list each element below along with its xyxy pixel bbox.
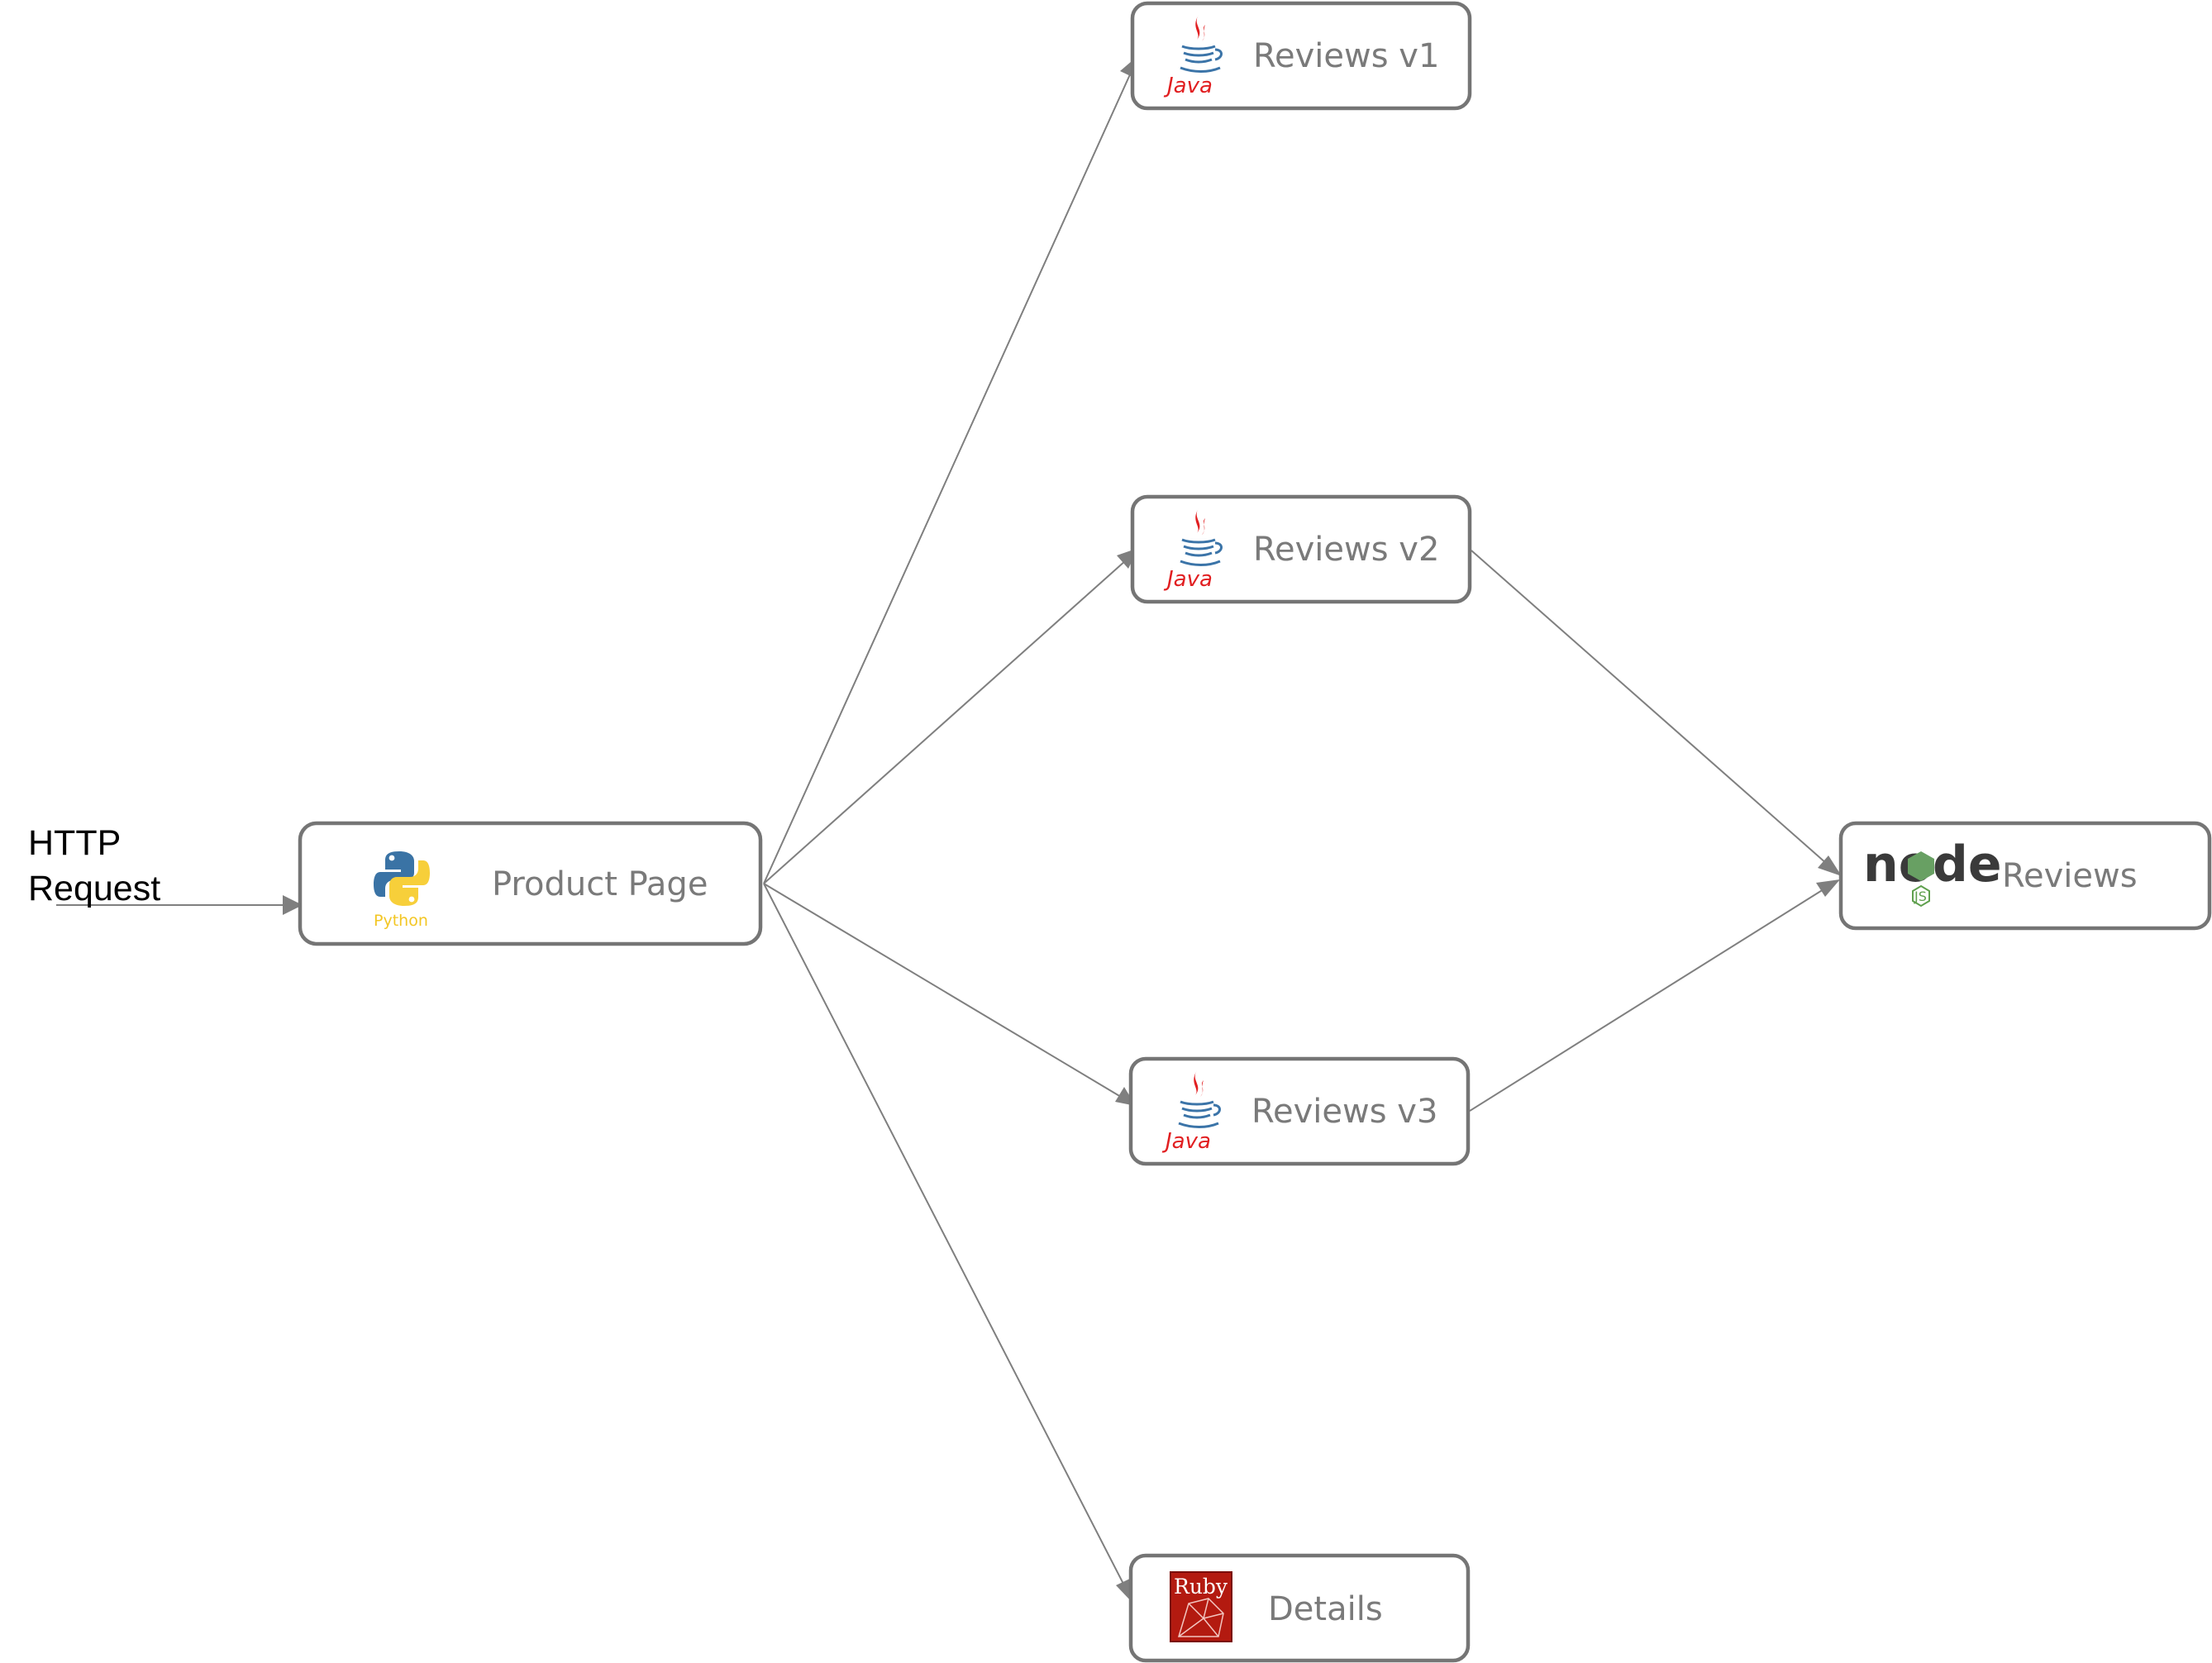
java-logo-icon: Java bbox=[1163, 508, 1223, 592]
edge-productpage-reviews-v3 bbox=[763, 883, 1136, 1106]
edge-request-productpage bbox=[56, 895, 303, 915]
http-request-label: HTTP Request bbox=[28, 823, 160, 908]
reviews-v1-box bbox=[1130, 1, 1472, 111]
http-request-line1: HTTP bbox=[28, 823, 121, 863]
ratings-box bbox=[1838, 821, 2212, 931]
productpage-label: Product Page bbox=[492, 865, 708, 903]
nodejs-logo-subtext: JS bbox=[1914, 889, 1927, 904]
productpage-box bbox=[298, 821, 763, 946]
reviews-v2-label: Reviews v2 bbox=[1253, 531, 1439, 569]
python-logo-icon: Python bbox=[374, 851, 430, 930]
reviews-v3-node[interactable]: Java Reviews v3 bbox=[1128, 1056, 1471, 1166]
productpage-node[interactable]: Python Product Page bbox=[298, 821, 763, 946]
ratings-node[interactable]: node JS Reviews bbox=[1838, 821, 2212, 931]
ruby-logo-icon: Ruby bbox=[1170, 1571, 1232, 1642]
edge-productpage-reviews-v2 bbox=[763, 548, 1138, 884]
ruby-logo-text: Ruby bbox=[1174, 1575, 1228, 1599]
reviews-v3-label: Reviews v3 bbox=[1251, 1093, 1437, 1131]
java-logo-text: Java bbox=[1163, 74, 1213, 98]
ratings-label: Reviews bbox=[2002, 857, 2138, 895]
edges bbox=[56, 56, 1842, 1603]
java-logo-icon: Java bbox=[1161, 1070, 1221, 1154]
http-request-line2: Request bbox=[28, 869, 160, 908]
java-logo-text: Java bbox=[1161, 1129, 1211, 1154]
edge-productpage-details bbox=[763, 883, 1132, 1603]
edge-productpage-reviews-v1 bbox=[763, 56, 1137, 884]
java-logo-icon: Java bbox=[1163, 15, 1223, 98]
details-label: Details bbox=[1268, 1590, 1383, 1628]
python-logo-text: Python bbox=[374, 912, 428, 930]
reviews-v1-label: Reviews v1 bbox=[1253, 37, 1439, 75]
java-logo-text: Java bbox=[1163, 567, 1213, 592]
reviews-v2-node[interactable]: Java Reviews v2 bbox=[1130, 494, 1472, 604]
edge-reviews-v3-ratings bbox=[1469, 879, 1840, 1112]
reviews-v3-box bbox=[1128, 1056, 1471, 1166]
reviews-v2-box bbox=[1130, 494, 1472, 604]
nodejs-logo-icon: node JS bbox=[1863, 836, 2002, 908]
reviews-v1-node[interactable]: Java Reviews v1 bbox=[1130, 1, 1472, 111]
details-node[interactable]: Ruby Details bbox=[1128, 1553, 1471, 1663]
edge-reviews-v2-ratings bbox=[1471, 550, 1842, 876]
